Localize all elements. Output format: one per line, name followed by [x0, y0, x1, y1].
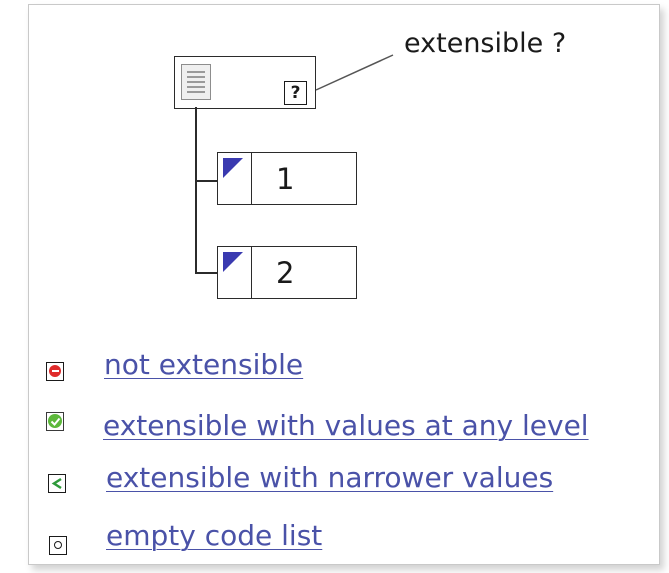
code-flag — [218, 247, 252, 298]
code-label: 1 — [276, 162, 295, 196]
code-node[interactable]: 1 — [217, 152, 357, 205]
extensibility-question-icon[interactable]: ? — [284, 81, 307, 105]
legend-link-not-extensible[interactable]: not extensible — [104, 348, 304, 381]
less-than-icon — [48, 474, 66, 493]
check-icon — [46, 412, 64, 431]
code-flag — [218, 153, 252, 204]
tree-trunk-line — [195, 107, 197, 273]
tree-branch-line — [195, 272, 217, 274]
empty-circle-icon — [49, 536, 67, 555]
code-node[interactable]: 2 — [217, 246, 357, 299]
no-entry-icon — [46, 362, 64, 381]
callout-label: extensible ? — [404, 28, 567, 59]
corner-flag-icon — [223, 252, 243, 272]
legend-link-empty-code-list[interactable]: empty code list — [106, 519, 323, 552]
code-label: 2 — [276, 256, 295, 290]
tree-branch-line — [195, 180, 217, 182]
legend-link-extensible-narrower[interactable]: extensible with narrower values — [106, 461, 554, 494]
corner-flag-icon — [223, 158, 243, 178]
legend-link-extensible-any-level[interactable]: extensible with values at any level — [103, 409, 589, 442]
document-icon — [181, 64, 211, 100]
